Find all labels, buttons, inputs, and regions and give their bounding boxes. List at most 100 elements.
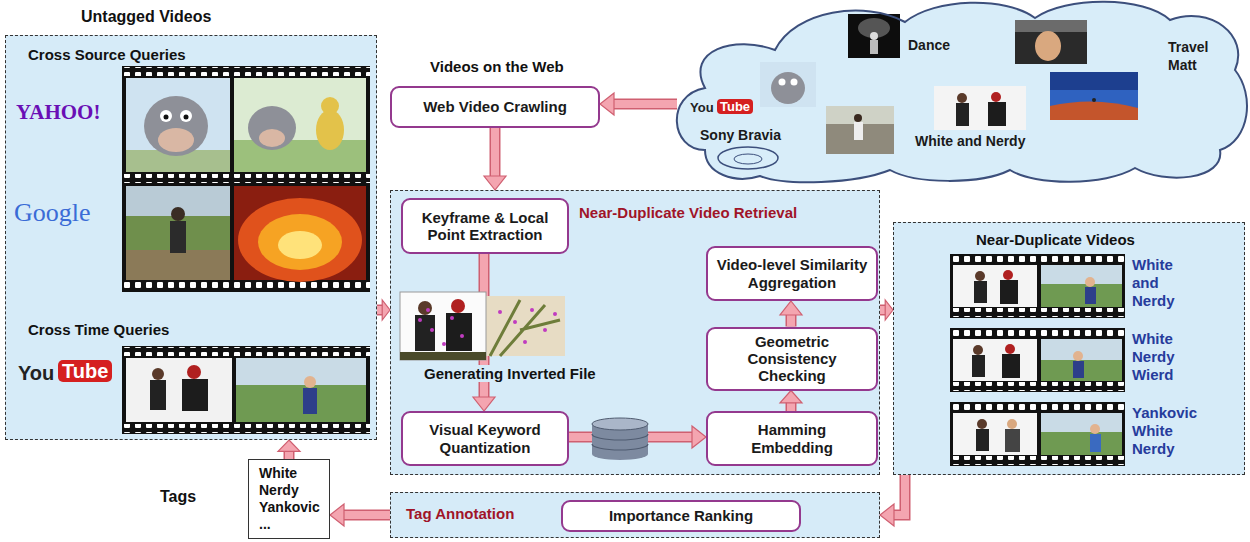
- label-holder: White Nerdy Wierd: [1132, 330, 1187, 384]
- tag-text: Nerdy: [259, 482, 319, 499]
- drawing-part: [976, 429, 989, 451]
- drawing-part: [934, 86, 1026, 130]
- logo-text: You: [18, 362, 54, 384]
- section-title: Tags: [160, 488, 196, 505]
- drawing-part: [950, 308, 1125, 317]
- drawing-part: [234, 78, 366, 172]
- filmstrip: [950, 328, 1125, 392]
- box-label: Hamming Embedding: [716, 421, 868, 456]
- text-holder: Near-Duplicate Videos: [976, 231, 1196, 249]
- drawing-part: [1000, 280, 1018, 304]
- drawing-part: [400, 292, 486, 360]
- drawing-part: [180, 110, 192, 122]
- drawing-part: [170, 221, 186, 253]
- filmstrip: [122, 346, 370, 434]
- drawing-part: [187, 365, 201, 379]
- drawing-part: [164, 115, 169, 120]
- document-shape: WhiteNerdyYankovic...: [248, 459, 330, 539]
- drawing-part: [513, 320, 517, 324]
- drawing-part: [490, 300, 560, 356]
- drawing-part: [122, 424, 370, 433]
- drawing-part: [171, 207, 185, 221]
- node-text: Generating Inverted File: [421, 365, 599, 382]
- drawing-part: [950, 402, 1125, 466]
- drawing-part: [236, 358, 366, 422]
- drawing-part: [182, 379, 208, 411]
- video-title: White and Nerdy: [1132, 256, 1175, 309]
- drawing-part: [973, 345, 983, 355]
- drawing-part: [870, 32, 878, 40]
- drawing-part: [950, 456, 1125, 465]
- arrow-head: [330, 504, 344, 526]
- drawing-part: [950, 328, 1125, 392]
- web-thumbnails: [718, 14, 1138, 169]
- label-holder: You: [690, 98, 714, 116]
- logo-text: Google: [14, 198, 91, 227]
- drawing-part: [236, 385, 366, 422]
- drawing-part: [1090, 434, 1101, 452]
- arrow-shaft: [613, 99, 677, 110]
- logo-text: YAHOO!: [16, 100, 100, 124]
- logo-text: Tube: [717, 99, 753, 114]
- drawing-part: [826, 106, 894, 154]
- text-holder: Dance: [908, 36, 968, 54]
- process-box: Hamming Embedding: [706, 411, 878, 466]
- arrow-shaft: [786, 314, 797, 327]
- arrow-head: [885, 300, 893, 320]
- drawing-part: [126, 250, 230, 280]
- flow-arrow: [377, 300, 390, 320]
- drawing-part: [304, 376, 316, 388]
- drawing-part: [430, 328, 434, 332]
- drawing-part: [991, 92, 1001, 102]
- drawing-part: [1005, 344, 1015, 354]
- drawing-part: [957, 93, 967, 103]
- flow-arrow: [278, 440, 300, 459]
- drawing-part: [460, 334, 464, 338]
- drawing-part: [418, 301, 432, 315]
- text-holder: Cross Time Queries: [28, 321, 278, 339]
- filmstrip: [950, 254, 1125, 318]
- arrow-shaft: [893, 475, 905, 515]
- drawing-part: [126, 186, 230, 280]
- drawing-part: [950, 403, 1125, 412]
- drawing-part: [1041, 339, 1122, 381]
- database-symbol: [592, 418, 648, 460]
- text-holder: White and Nerdy: [915, 132, 1045, 150]
- label-holder: YAHOO!: [16, 100, 100, 125]
- drawing-part: [854, 114, 862, 122]
- drawing-part: [1041, 360, 1122, 381]
- drawing-part: [953, 413, 1037, 455]
- keyframe-image: [400, 292, 565, 360]
- drawing-part: [158, 128, 194, 152]
- drawing-part: [592, 434, 648, 450]
- drawing-part: [1050, 72, 1138, 120]
- drawing-part: [1041, 284, 1122, 307]
- drawing-part: [950, 382, 1125, 391]
- label-holder: Tube: [58, 360, 112, 383]
- drawing-part: [1041, 413, 1122, 455]
- drawing-part: [848, 14, 900, 58]
- drawing-part: [950, 255, 1125, 264]
- drawing-part: [1005, 429, 1020, 452]
- drawing-part: [234, 140, 366, 172]
- drawing-part: [122, 346, 370, 434]
- drawing-part: [1092, 98, 1096, 102]
- text-holder: Near-Duplicate Video Retrieval: [579, 204, 879, 222]
- drawing-part: [718, 147, 778, 169]
- drawing-part: [122, 282, 370, 291]
- drawing-part: [523, 340, 527, 344]
- drawing-part: [779, 79, 786, 86]
- drawing-part: [854, 122, 863, 140]
- arrow-shaft: [613, 100, 677, 108]
- drawing-part: [450, 316, 454, 320]
- drawing-part: [988, 102, 1006, 126]
- section-title: Videos on the Web: [430, 58, 564, 75]
- drawing-part: [122, 67, 370, 76]
- logo-text: You: [690, 100, 714, 115]
- drawing-part: [126, 358, 232, 422]
- drawing-part: [144, 96, 208, 156]
- panel-fill: [390, 492, 880, 538]
- text-holder: Sony Bravia: [700, 126, 800, 144]
- drawing-part: [1015, 20, 1087, 32]
- video-title: White Nerdy Wierd: [1132, 330, 1175, 383]
